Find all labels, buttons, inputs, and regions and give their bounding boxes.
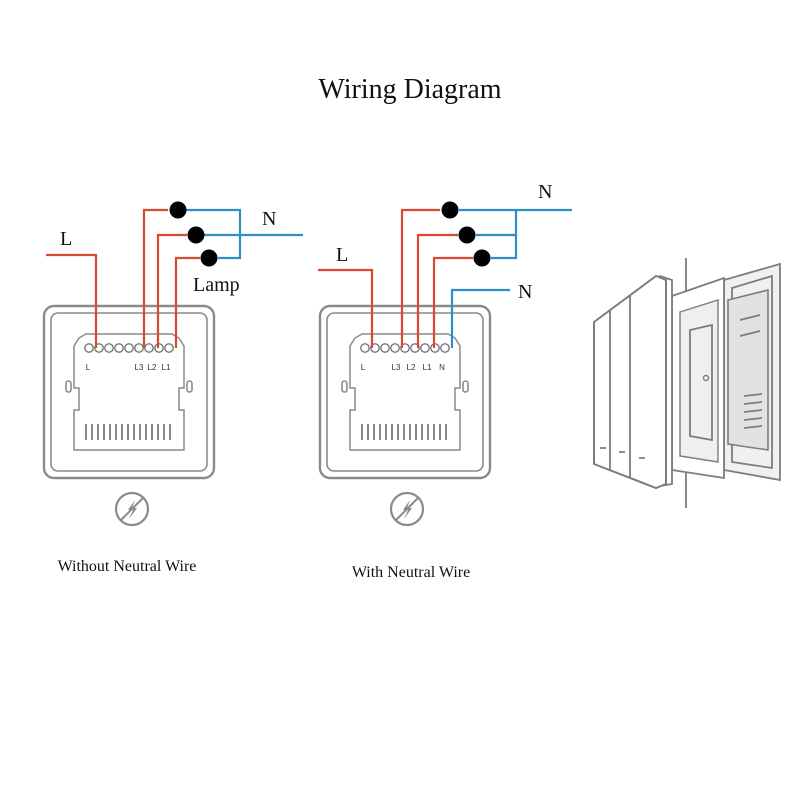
- right-switch-module: [318, 304, 492, 480]
- right-caption: With Neutral Wire: [352, 564, 470, 581]
- right-terminal-label-n: N: [439, 363, 445, 372]
- no-touch-electricity-icon: [114, 491, 150, 527]
- right-live-input-wire: [318, 268, 374, 348]
- lamp-icon: [187, 226, 205, 244]
- right-lamp-neutral-wires: [459, 208, 572, 260]
- left-wiring-diagram: L L3 L2 L1 L N Lamp Without Neutral Wire: [42, 201, 303, 575]
- left-neutral-label: N: [262, 208, 276, 230]
- left-line-label: L: [60, 228, 72, 250]
- left-switch-module: [42, 304, 216, 480]
- left-terminal-label-l2: L2: [148, 363, 157, 372]
- left-terminal-label-l3: L3: [135, 363, 144, 372]
- right-wire-l1: [432, 256, 473, 348]
- left-terminal-label-l: L: [86, 363, 91, 372]
- right-wire-l3: [400, 208, 440, 348]
- lamp-icon: [441, 201, 459, 219]
- lamp-label: Lamp: [193, 274, 240, 296]
- page-title: Wiring Diagram: [318, 74, 501, 105]
- left-wire-l3: [142, 208, 168, 348]
- left-neutral-wires: [186, 208, 303, 260]
- switch-panel-exploded-view: [593, 258, 781, 508]
- no-touch-electricity-icon: [389, 491, 425, 527]
- left-wire-l1: [174, 256, 200, 348]
- right-neutral-label-top: N: [538, 181, 552, 203]
- right-terminal-label-l: L: [361, 363, 366, 372]
- left-wire-l2: [156, 233, 187, 348]
- lamp-icon: [458, 226, 476, 244]
- lamp-icon: [169, 201, 187, 219]
- left-live-input-wire: [46, 253, 98, 348]
- left-terminal-label-l1: L1: [162, 363, 171, 372]
- right-terminal-label-l3: L3: [392, 363, 401, 372]
- right-line-label: L: [336, 244, 348, 266]
- right-terminal-label-l2: L2: [407, 363, 416, 372]
- right-wire-l2: [416, 233, 458, 348]
- lamp-icon: [200, 249, 218, 267]
- right-wiring-diagram: L L3 L2 L1 N L N N With Neutral Wire: [318, 181, 572, 581]
- right-terminal-block: [360, 343, 450, 353]
- right-switch-neutral-wire: [450, 288, 510, 348]
- left-terminal-block: [84, 343, 174, 353]
- right-neutral-label-switch: N: [518, 281, 532, 303]
- left-caption: Without Neutral Wire: [58, 558, 197, 575]
- lamp-icon: [473, 249, 491, 267]
- right-terminal-label-l1: L1: [423, 363, 432, 372]
